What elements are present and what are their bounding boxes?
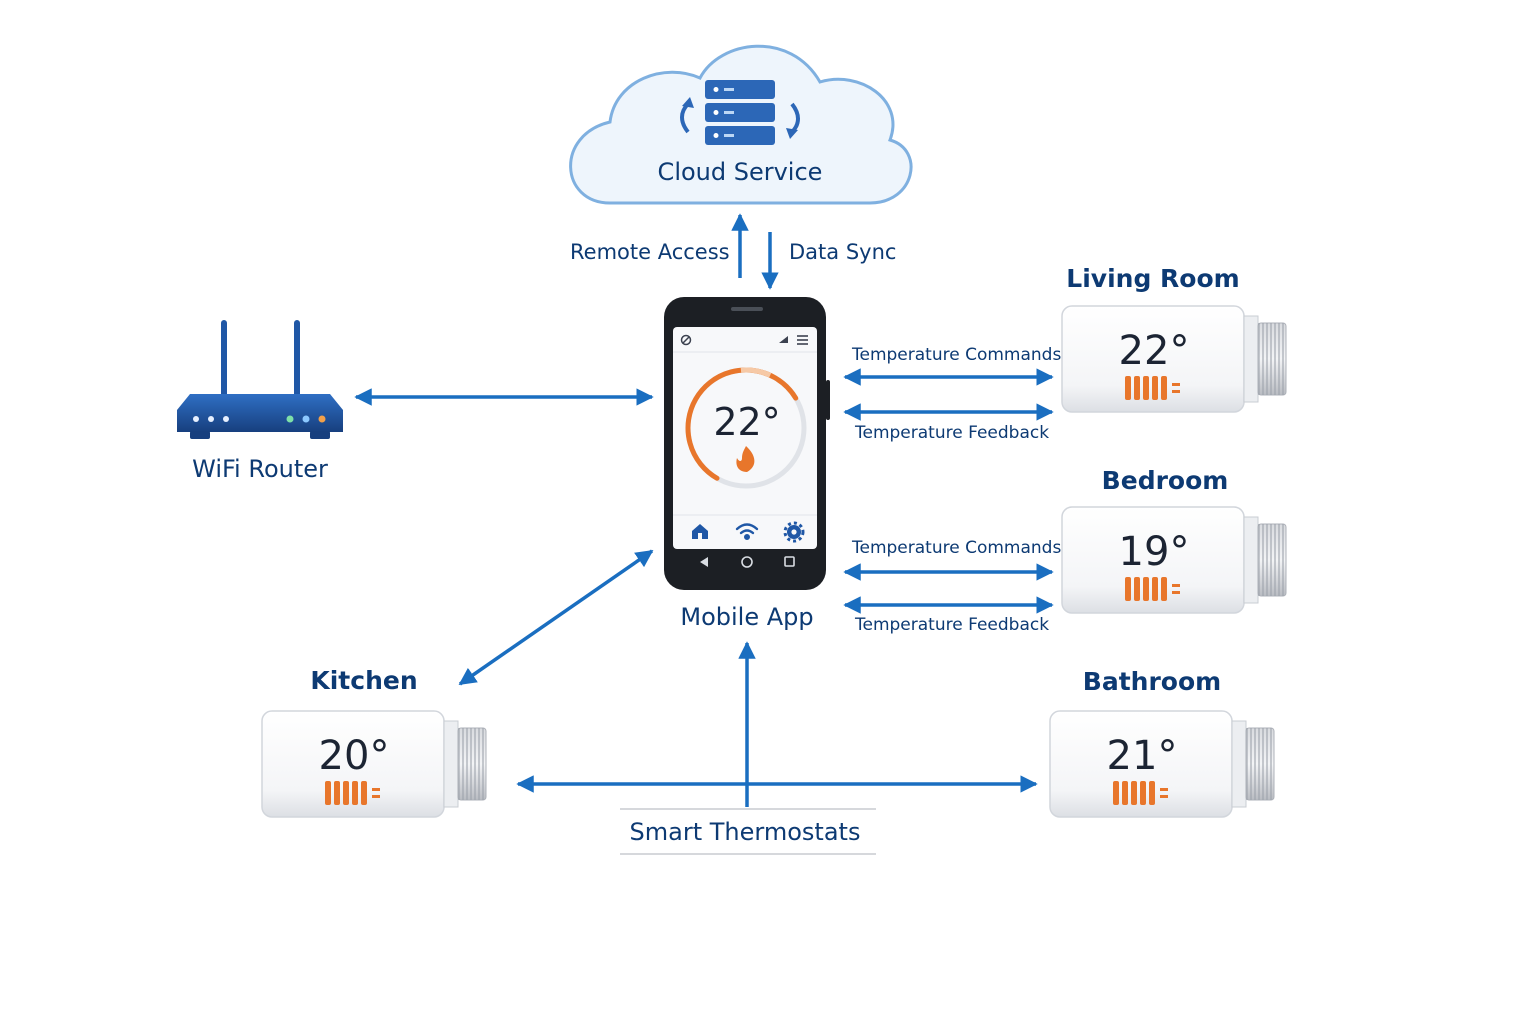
thermostat-collar <box>1231 720 1247 808</box>
thermostat-collar <box>1243 516 1259 604</box>
bedroom-feedback-label: Temperature Feedback <box>855 615 1050 635</box>
living-room-label: Living Room <box>1066 264 1240 293</box>
heating-level-icon <box>1125 376 1180 400</box>
home-circle-icon[interactable] <box>741 556 753 568</box>
cloud-service-label: Cloud Service <box>657 158 823 186</box>
sync-arrows-icon <box>680 97 800 139</box>
thermostat-temperature: 22° <box>1119 328 1190 374</box>
living-feedback-label: Temperature Feedback <box>855 423 1050 443</box>
thermostat-knob-ridges <box>1246 728 1274 800</box>
flame-icon <box>736 446 755 472</box>
recents-icon[interactable] <box>784 556 795 567</box>
bedroom-label: Bedroom <box>1101 466 1229 495</box>
heating-level-icon <box>325 781 380 805</box>
router-antenna-left <box>221 320 227 398</box>
thermostat-living-room: 22° <box>1061 305 1287 413</box>
thermostat-knob-ridges <box>1258 323 1286 395</box>
thermostat-temperature: 19° <box>1119 529 1190 575</box>
data-sync-label: Data Sync <box>789 240 897 264</box>
thermostat-collar <box>443 720 459 808</box>
remote-access-label: Remote Access <box>570 240 730 264</box>
smart-thermostats-label: Smart Thermostats <box>629 818 861 846</box>
mobile-app-label: Mobile App <box>680 603 814 631</box>
wifi-router-node <box>177 320 343 439</box>
kitchen-phone-arrow <box>458 549 654 686</box>
thermostat-knob-ridges <box>1258 524 1286 596</box>
status-left-icon <box>680 334 692 346</box>
cloud-shape <box>569 44 913 205</box>
wifi-icon[interactable] <box>735 523 759 541</box>
back-icon[interactable] <box>700 557 708 567</box>
home-icon[interactable] <box>692 524 708 539</box>
menu-icon[interactable] <box>797 335 808 345</box>
status-signal-icon <box>779 336 788 343</box>
thermostat-knob-ridges <box>458 728 486 800</box>
thermostat-temperature: 21° <box>1107 733 1178 779</box>
mobile-phone: 22° <box>664 297 830 590</box>
heating-level-icon <box>1125 577 1180 601</box>
cloud-service-node <box>569 44 913 205</box>
heating-level-icon <box>1113 781 1168 805</box>
thermostat-bathroom: 21° <box>1049 710 1275 818</box>
thermostat-collar <box>1243 315 1259 403</box>
router-antenna-right <box>294 320 300 398</box>
kitchen-label: Kitchen <box>310 666 418 695</box>
living-commands-label: Temperature Commands <box>852 345 1062 365</box>
thermostat-kitchen: 20° <box>261 710 487 818</box>
thermostat-bedroom: 19° <box>1061 506 1287 614</box>
bathroom-label: Bathroom <box>1082 667 1222 696</box>
dial-progress <box>685 367 807 489</box>
router-body <box>177 394 343 432</box>
thermostat-temperature: 20° <box>319 733 390 779</box>
phone-temperature: 22° <box>713 400 780 444</box>
gear-icon[interactable] <box>783 521 805 543</box>
bedroom-commands-label: Temperature Commands <box>852 538 1062 558</box>
server-stack-icon <box>705 80 775 145</box>
wifi-router-label: WiFi Router <box>192 455 328 483</box>
arrows <box>354 213 1054 807</box>
